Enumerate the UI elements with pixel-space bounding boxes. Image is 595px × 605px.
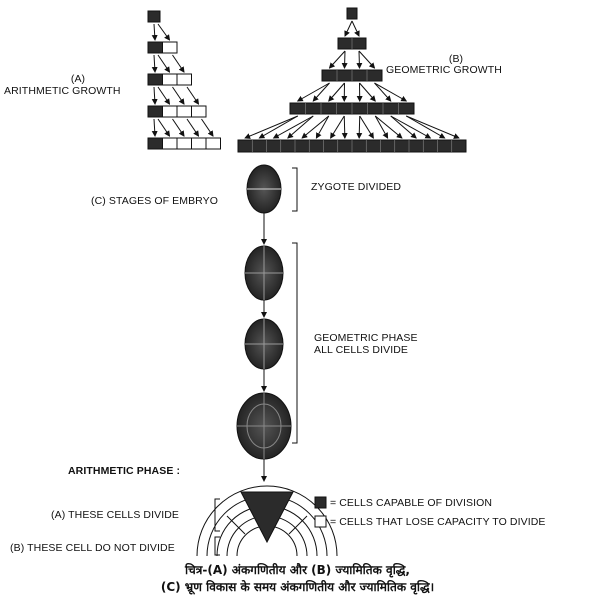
- light-cell: [163, 138, 178, 149]
- bracket: [292, 243, 297, 443]
- zygote-label: ZYGOTE DIVIDED: [311, 181, 401, 193]
- light-cell: [163, 106, 178, 117]
- geometric-growth-figure: [238, 8, 466, 152]
- arrow: [158, 55, 170, 72]
- arrow: [245, 116, 298, 138]
- arrow: [313, 83, 329, 101]
- arrow: [187, 119, 199, 136]
- arrow: [359, 51, 375, 68]
- arithmetic-growth-figure: [148, 11, 221, 149]
- arrow: [359, 51, 360, 68]
- arrow: [154, 55, 155, 72]
- caption-line-1: चित्र-(A) अंकगणितीय और (B) ज्यामितिक वृद…: [0, 563, 595, 578]
- dark-cell: [148, 74, 163, 85]
- arrow: [302, 116, 329, 138]
- arrow: [154, 119, 155, 136]
- arrow: [158, 87, 170, 104]
- arrow: [406, 116, 459, 138]
- arrow: [375, 116, 402, 138]
- embryo-stages-figure: [237, 165, 291, 481]
- arithmetic-growth-letter: (A): [68, 73, 88, 85]
- arrow: [173, 87, 185, 104]
- caption-line-2: (C) भ्रूण विकास के समय अंकगणितीय और ज्या…: [0, 580, 595, 595]
- dark-cell: [148, 138, 163, 149]
- light-cell: [192, 106, 207, 117]
- dark-cell: [148, 11, 160, 22]
- arrow: [391, 116, 431, 138]
- legend-icons: [315, 497, 326, 527]
- arrow: [360, 116, 374, 138]
- light-cell: [163, 74, 178, 85]
- light-cell: [177, 74, 192, 85]
- arithmetic-growth-title: ARITHMETIC GROWTH: [4, 85, 121, 97]
- arrow: [375, 83, 407, 101]
- light-cell: [192, 138, 207, 149]
- legend-light-label: = CELLS THAT LOSE CAPACITY TO DIVIDE: [330, 516, 546, 528]
- arrow: [359, 116, 360, 138]
- embryo-stages-label: (C) STAGES OF EMBRYO: [91, 195, 218, 207]
- arrow: [329, 83, 345, 101]
- bracket: [292, 168, 297, 211]
- legend-dark-label: = CELLS CAPABLE OF DIVISION: [330, 497, 492, 509]
- arrow: [316, 116, 328, 138]
- arrow: [345, 51, 346, 68]
- light-cell: [177, 138, 192, 149]
- arrow: [352, 21, 359, 36]
- legend-light-swatch: [315, 516, 326, 527]
- dark-cell: [148, 106, 163, 117]
- arrow: [345, 21, 352, 36]
- arrow: [360, 83, 376, 101]
- geometric-growth-title: GEOMETRIC GROWTH: [386, 64, 502, 76]
- arrow: [173, 119, 185, 136]
- arrow: [202, 119, 214, 136]
- arrow: [154, 24, 155, 40]
- arithmetic-phase-label: ARITHMETIC PHASE :: [68, 465, 180, 477]
- dark-cell-row: [347, 8, 357, 19]
- arrow: [158, 119, 170, 136]
- arrow: [330, 51, 346, 68]
- dark-cell: [148, 42, 163, 53]
- light-cell: [163, 42, 178, 53]
- arrow: [331, 116, 345, 138]
- legend-dark-swatch: [315, 497, 326, 508]
- light-cell: [177, 106, 192, 117]
- arrow: [344, 116, 345, 138]
- dividing-cell-wedge: [241, 492, 293, 542]
- arrow: [274, 116, 314, 138]
- these-cells-divide-label: (A) THESE CELLS DIVIDE: [51, 509, 179, 521]
- arrow: [154, 87, 155, 104]
- geometric-phase-label: GEOMETRIC PHASE: [314, 332, 418, 344]
- arrow: [187, 87, 199, 104]
- arrow: [173, 55, 185, 72]
- arrow: [375, 116, 387, 138]
- arrow: [158, 24, 170, 40]
- bracket: [215, 499, 220, 531]
- arrow: [375, 83, 391, 101]
- these-cells-do-not-divide-label: (B) THESE CELL DO NOT DIVIDE: [10, 542, 175, 554]
- arrow: [298, 83, 330, 101]
- all-cells-divide-label: ALL CELLS DIVIDE: [314, 344, 408, 356]
- light-cell: [206, 138, 221, 149]
